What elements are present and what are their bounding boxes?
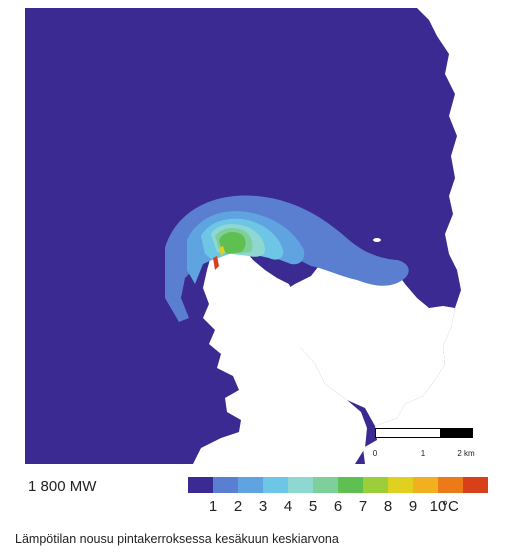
scale-segment-white [376, 429, 408, 437]
legend-tick-3: 3 [258, 498, 268, 515]
legend-swatch-11 [463, 477, 488, 493]
scale-label-2km: 2 km [457, 449, 475, 458]
legend-tick-2: 2 [233, 498, 243, 515]
map-svg [25, 8, 483, 464]
legend-swatch-3 [263, 477, 288, 493]
legend-swatch-6 [338, 477, 363, 493]
legend-tick-10: 10 [429, 498, 447, 515]
temperature-map [25, 8, 483, 464]
scale-segment-white [408, 429, 440, 437]
legend-swatch-9 [413, 477, 438, 493]
legend-tick-7: 7 [358, 498, 368, 515]
coast-east-inlet [271, 254, 455, 426]
legend-swatch-7 [363, 477, 388, 493]
legend-swatch-10 [438, 477, 463, 493]
legend-tick-4: 4 [283, 498, 293, 515]
islet [421, 361, 433, 367]
islet [409, 372, 417, 376]
legend-tick-9: 9 [408, 498, 418, 515]
islet [460, 255, 470, 261]
scale-segment-black [440, 429, 472, 437]
legend-unit: °C [442, 498, 459, 515]
legend-tick-1: 1 [208, 498, 218, 515]
scale-label-1: 1 [420, 449, 426, 458]
legend-swatch-5 [313, 477, 338, 493]
peninsula-south [193, 246, 367, 464]
land-masses [193, 8, 483, 464]
legend-tick-5: 5 [308, 498, 318, 515]
islet [373, 238, 381, 242]
color-legend [188, 477, 488, 493]
plume-10c [213, 256, 219, 270]
legend-swatch-1 [213, 477, 238, 493]
figure-caption: Lämpötilan nousu pintakerroksessa kesäku… [15, 532, 339, 546]
plume-6c [219, 232, 246, 254]
power-caption: 1 800 MW [28, 478, 97, 495]
scale-bar [375, 428, 473, 438]
warm-water-plume [165, 195, 409, 322]
plume-8c [219, 246, 225, 256]
legend-tick-8: 8 [383, 498, 393, 515]
coast-north-east [363, 8, 483, 464]
legend-tick-6: 6 [333, 498, 343, 515]
scale-label-0: 0 [372, 449, 378, 458]
legend-swatch-0 [188, 477, 213, 493]
legend-swatch-8 [388, 477, 413, 493]
legend-swatch-4 [288, 477, 313, 493]
islet [219, 445, 231, 451]
legend-swatch-2 [238, 477, 263, 493]
